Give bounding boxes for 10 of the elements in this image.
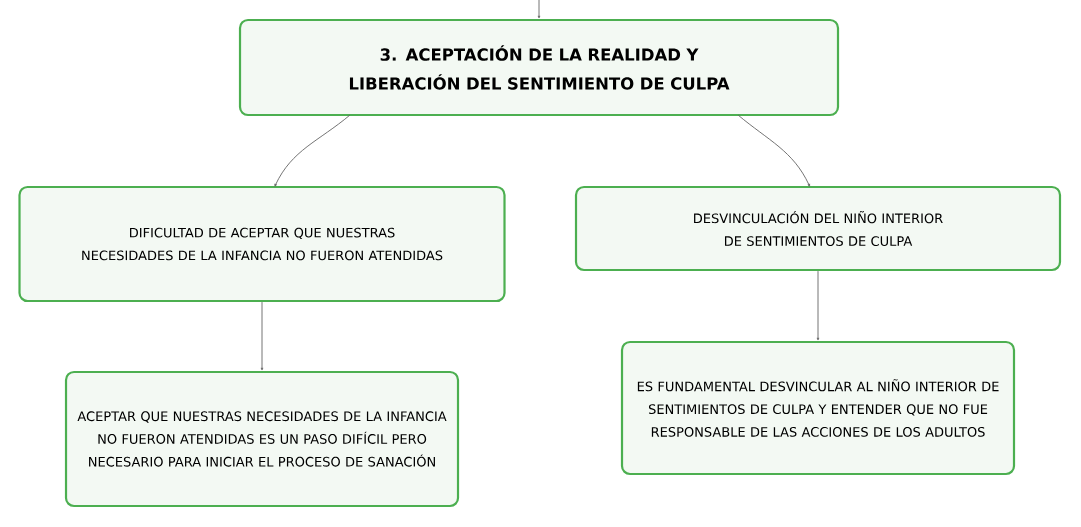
connector-arrow <box>737 114 810 187</box>
connector-arrow <box>537 0 541 19</box>
connector-arrow <box>816 270 820 341</box>
topic-box: 3. ACEPTACIÓN DE LA REALIDAD Y LIBERACIÓN DEL SENTIMIENTO DE CULPA <box>238 18 840 117</box>
topic-box: DIFICULTAD DE ACEPTAR QUE NUESTRAS NECESIDADES DE LA INFANCIA NO FUERON ATENDIDAS <box>18 185 506 303</box>
connector-arrow <box>260 301 264 371</box>
topic-box: DESVINCULACIÓN DEL NIÑO INTERIOR DE SENTIMIENTOS DE CULPA <box>574 185 1062 272</box>
connector-arrow <box>274 114 351 187</box>
topic-box: ES FUNDAMENTAL DESVINCULAR AL NIÑO INTERIOR DE SENTIMIENTOS DE CULPA Y ENTENDER QUE NO FUE RESPONSABLE DE LAS ACCIONES DE LOS ADULTOS <box>620 340 1016 476</box>
topic-box: ACEPTAR QUE NUESTRAS NECESIDADES DE LA INFANCIA NO FUERON ATENDIDAS ES UN PASO DIFÍCIL PERO NECESARIO PARA INICIAR EL PROCESO DE SANACIÓN <box>64 370 460 508</box>
